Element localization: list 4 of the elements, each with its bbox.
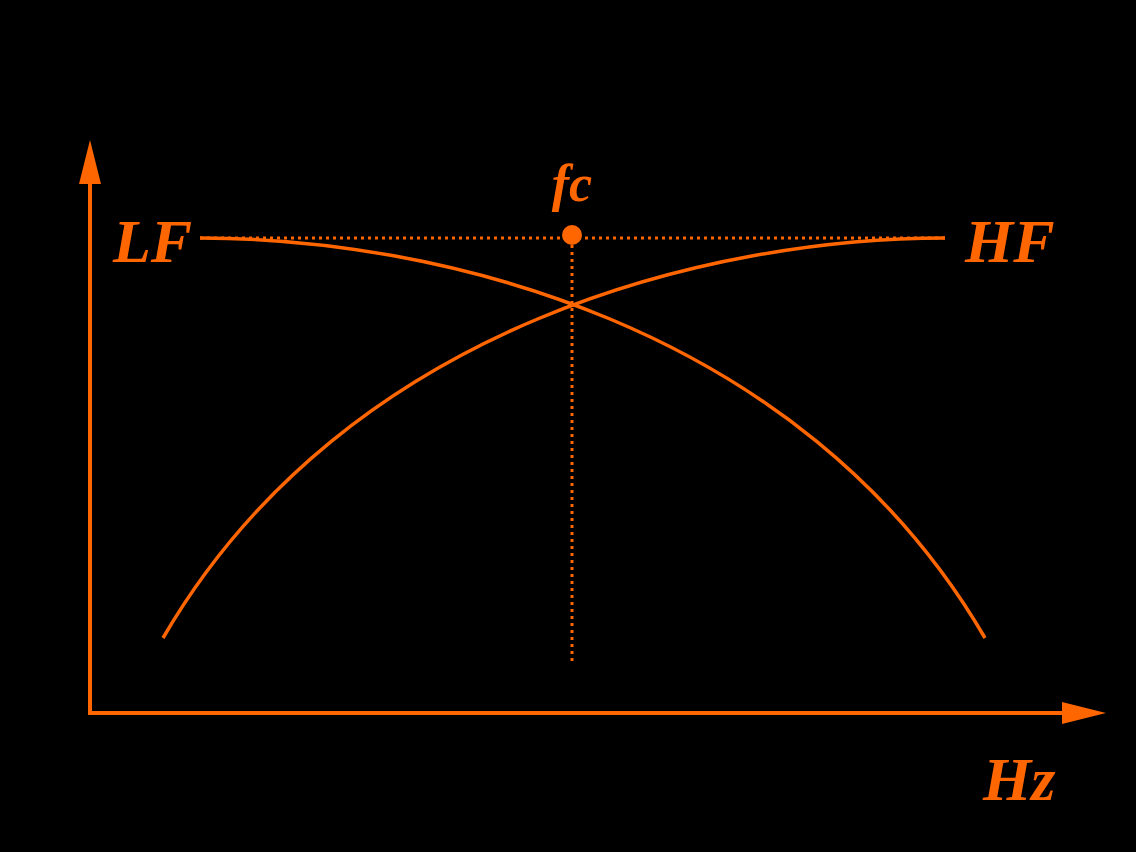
axis-label: Hz [983,748,1056,810]
curve-label: HF [965,210,1055,272]
marker-label: fc [551,158,593,210]
curve-label: LF [113,210,193,272]
